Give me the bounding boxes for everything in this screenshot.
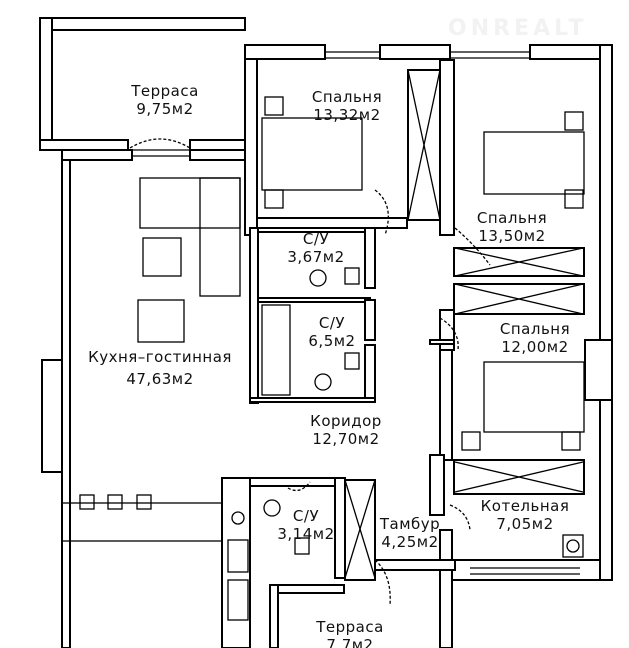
dining-table [137,299,185,343]
washbasin [314,373,332,391]
sink [227,539,249,573]
bar-stool [79,494,95,510]
wardrobe-cross [454,283,584,315]
wall [256,217,408,229]
wall [41,359,63,473]
toilet [344,352,360,370]
nightstand [564,111,584,131]
door-swing [454,227,491,266]
wall [189,149,246,161]
wall [364,344,376,401]
wall [271,584,345,594]
nightstand [564,189,584,209]
wall [244,44,326,60]
door-swing [374,189,389,236]
nightstand [561,431,581,451]
bathtub [261,304,291,396]
nightstand [461,431,481,451]
wall [439,349,453,461]
toilet [294,537,310,555]
wall [61,149,133,161]
washbasin [309,269,327,287]
wall [584,339,613,401]
wall [451,559,601,581]
bar-stool [136,494,152,510]
wall [374,559,456,571]
door-swing [129,138,191,149]
wall [439,569,453,648]
sofa [199,177,241,297]
furniture [61,51,585,621]
bed [483,361,585,433]
wall [249,477,346,487]
wall [61,149,71,648]
wall [364,227,376,289]
wall [599,399,613,581]
wall [379,44,451,60]
watermark-logo: ONREALT [448,16,588,41]
wall [439,59,455,236]
wall [429,339,455,345]
wall [39,17,53,149]
wall [269,584,279,648]
coffee-table [142,237,182,277]
wall [334,477,346,579]
nightstand [264,96,284,116]
bed [483,131,585,195]
wall [429,454,445,516]
wall [221,477,251,648]
wardrobe-cross [407,69,441,221]
wall [39,139,129,151]
bar-stool [107,494,123,510]
wall [249,397,376,403]
wardrobe-cross [344,479,376,579]
walls [39,17,613,648]
boiler [566,539,580,553]
wall [257,297,371,303]
burner [231,511,245,525]
door-swing [439,317,459,351]
wall [189,139,246,151]
wardrobe-cross [454,461,584,493]
door-swing [449,504,471,531]
nightstand [264,189,284,209]
wall [364,299,376,341]
toilet [344,267,360,285]
wall [599,44,613,341]
kitchen-island [61,502,223,542]
bed [261,117,363,191]
wardrobe-cross [454,247,584,277]
wall [244,44,258,236]
sofa [139,177,241,229]
door-swing [287,481,311,492]
wall [249,227,259,404]
wall [39,17,246,31]
washbasin [263,499,281,517]
boiler [562,534,584,558]
door-swing [374,559,391,606]
stove [227,579,249,621]
